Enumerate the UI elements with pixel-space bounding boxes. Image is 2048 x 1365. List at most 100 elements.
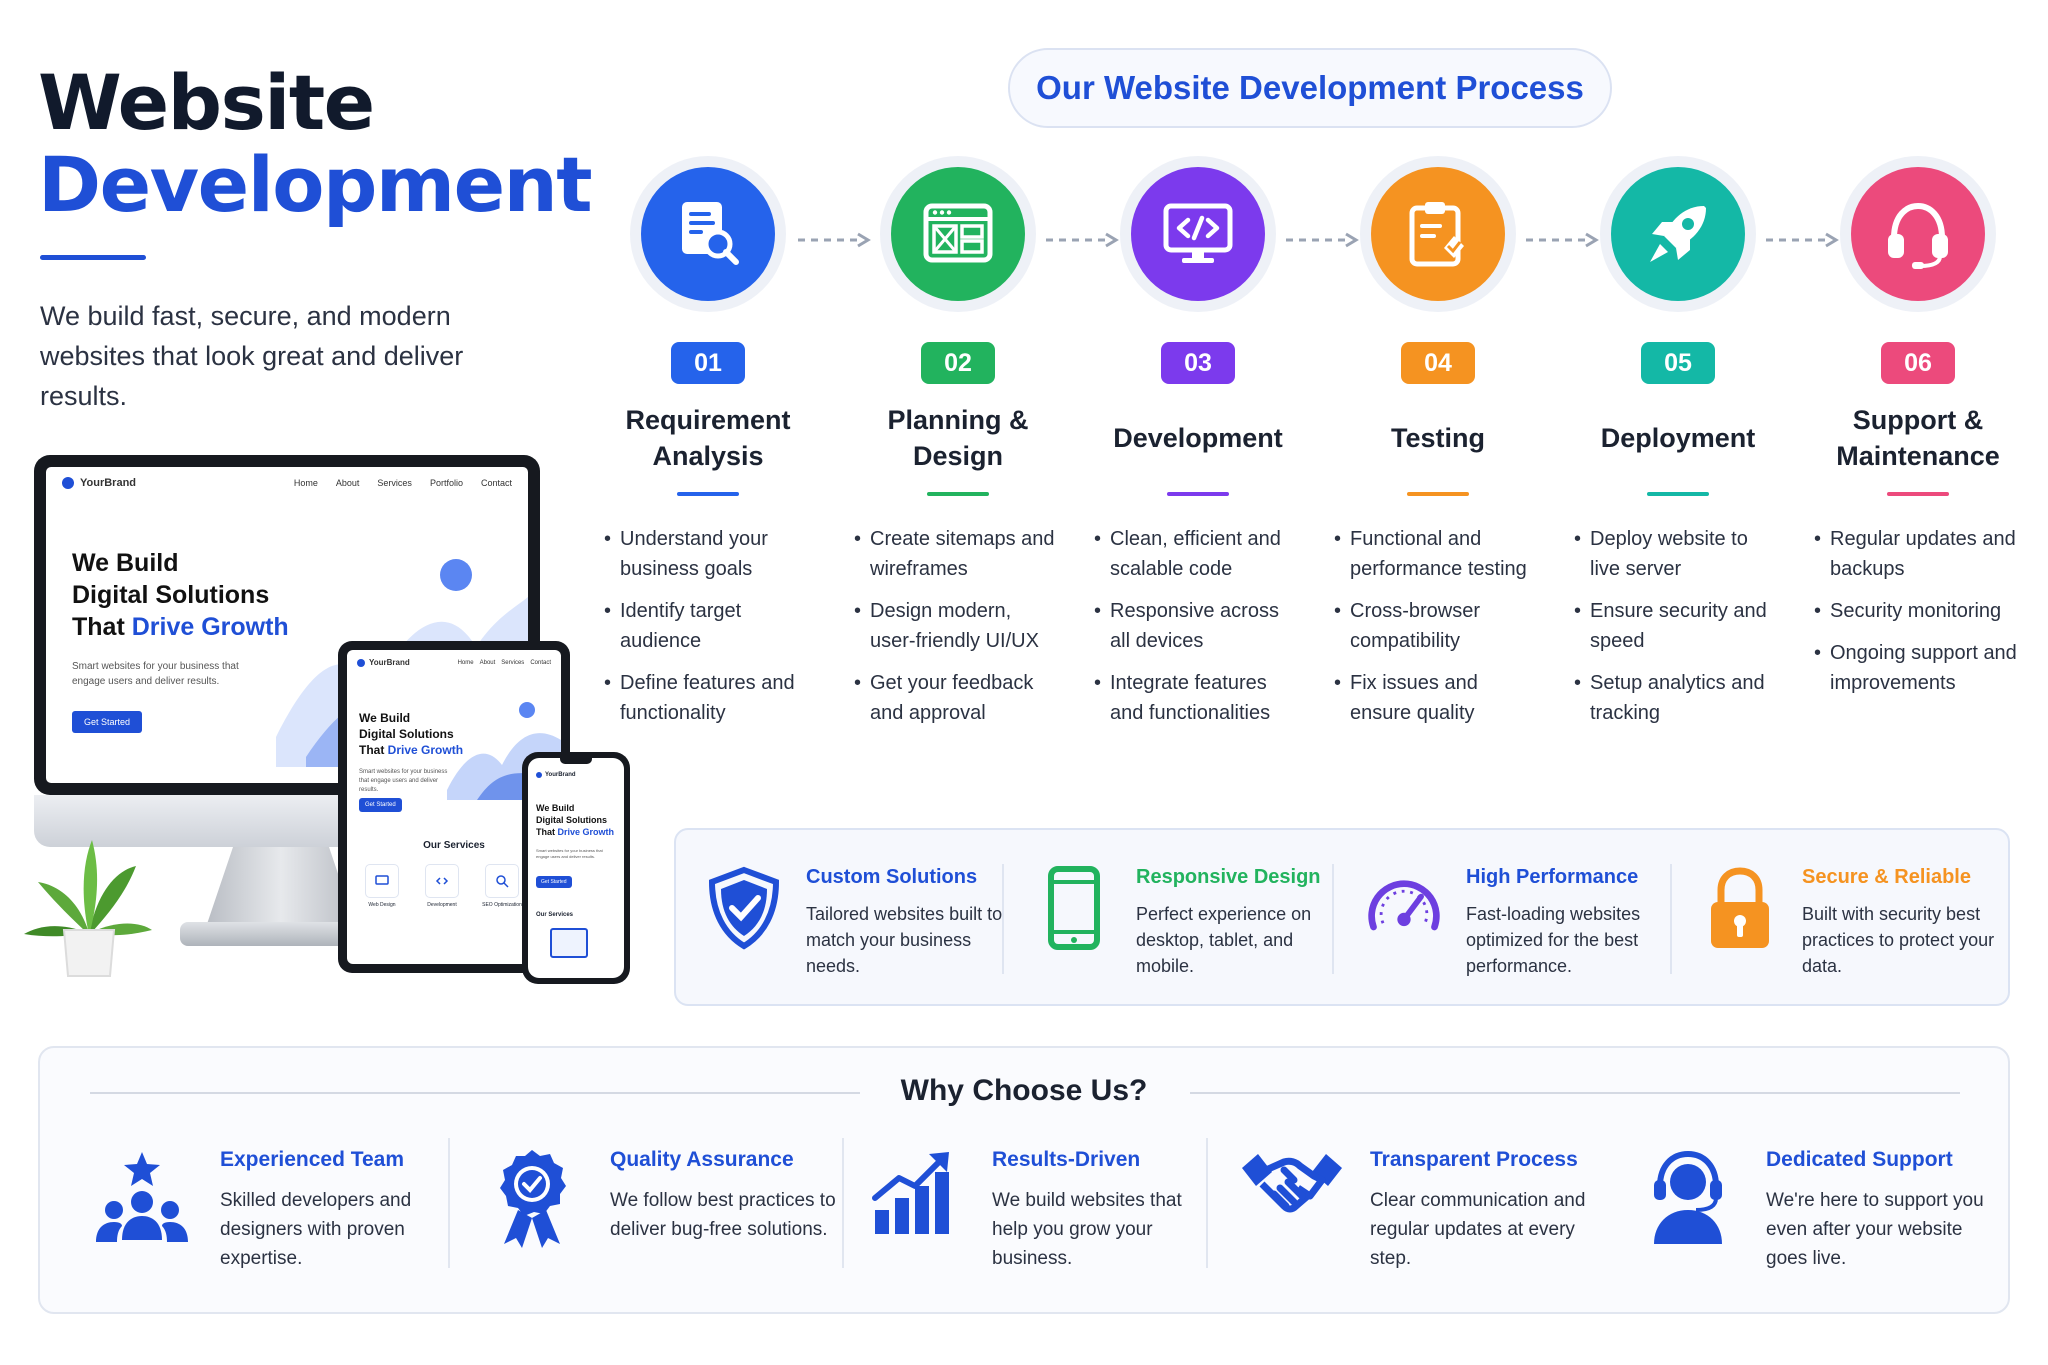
step-underline xyxy=(1407,492,1469,496)
code-monitor-icon xyxy=(1163,203,1233,263)
tablet-service-label: Development xyxy=(427,902,457,908)
tablet-services-title: Our Services xyxy=(423,840,485,851)
mockup-brand: YourBrand xyxy=(62,477,136,489)
step-items: Understand your business goals Identify … xyxy=(602,524,808,728)
step-item: Cross-browser compatibility xyxy=(1332,596,1538,656)
mockup-nav-services[interactable]: Services xyxy=(377,478,412,488)
process-title-pill: Our Website Development Process xyxy=(1008,48,1612,128)
flow-arrow-icon xyxy=(798,232,871,248)
why-item-desc: We build websites that help you grow you… xyxy=(992,1190,1182,1269)
web-design-icon xyxy=(365,864,399,898)
phone-headline-line1: We Build xyxy=(536,803,575,813)
tablet-headline: We Build Digital Solutions That Drive Gr… xyxy=(359,710,463,758)
mockup-nav-about[interactable]: About xyxy=(335,478,360,488)
why-item-title: Transparent Process xyxy=(1370,1148,1578,1171)
mockup-headline-line2: Digital Solutions xyxy=(72,581,270,609)
tablet-nav-home[interactable]: Home xyxy=(457,659,474,666)
why-title-rule-right xyxy=(1190,1092,1960,1094)
mockup-brand-name: YourBrand xyxy=(80,477,137,489)
step-underline xyxy=(677,492,739,496)
why-icon-wrap xyxy=(862,1148,966,1252)
tablet-service-label: SEO Optimization xyxy=(482,902,522,908)
phone-brand-name: YourBrand xyxy=(545,772,576,778)
tablet-headline-accent: Drive Growth xyxy=(387,743,464,757)
tablet-headline-prefix: That xyxy=(359,743,388,757)
phone-headline-line3: That Drive Growth xyxy=(536,826,614,838)
mockup-nav-portfolio[interactable]: Portfolio xyxy=(429,478,463,488)
why-item-desc: Clear communication and regular updates … xyxy=(1370,1190,1586,1269)
step-item: Integrate features and functionalities xyxy=(1092,668,1298,728)
step-icon-ring xyxy=(630,156,786,312)
why-item-transparent-process: Transparent Process Clear communication … xyxy=(1240,1148,1600,1273)
process-step-02: 02 Planning & Design Create sitemaps and… xyxy=(846,156,1070,740)
step-title: Deployment xyxy=(1600,423,1756,453)
step-number: 05 xyxy=(1641,342,1715,384)
why-item-dedicated-support: Dedicated Support We're here to support … xyxy=(1636,1148,1996,1273)
tablet-service-card[interactable]: SEO Optimization xyxy=(481,864,523,908)
phone-headline-line2: Digital Solutions xyxy=(536,815,607,825)
seo-icon xyxy=(485,864,519,898)
mockup-nav-home[interactable]: Home xyxy=(293,478,318,488)
feature-divider xyxy=(1002,864,1004,974)
process-step-05: 05 Deployment Deploy website to live ser… xyxy=(1566,156,1790,740)
why-text: Experienced Team Skilled developers and … xyxy=(220,1148,450,1273)
speedometer-icon xyxy=(1368,880,1440,931)
step-item: Security monitoring xyxy=(1812,596,2018,626)
phone-screen: YourBrand We Build Digital Solutions Tha… xyxy=(528,758,624,978)
process-step-06: 06 Support & Maintenance Regular updates… xyxy=(1806,156,2030,710)
why-item-desc: We follow best practices to deliver bug-… xyxy=(610,1190,836,1240)
why-icon-wrap xyxy=(1636,1148,1740,1252)
tablet-headline-line2: Digital Solutions xyxy=(359,727,454,741)
why-item-title: Quality Assurance xyxy=(610,1148,794,1171)
step-item: Ongoing support and improvements xyxy=(1812,638,2018,698)
tablet-services-row: Web Design Development SEO Optimization xyxy=(361,864,523,908)
mockup-tagline: Smart websites for your business that en… xyxy=(72,661,239,687)
step-items: Functional and performance testing Cross… xyxy=(1332,524,1538,728)
step-items: Regular updates and backups Security mon… xyxy=(1812,524,2018,698)
feature-text: Custom Solutions Tailored websites built… xyxy=(806,866,1016,979)
tablet-brand: YourBrand xyxy=(357,658,410,667)
phone-services-title: Our Services xyxy=(536,912,574,918)
tablet-service-card[interactable]: Development xyxy=(421,864,463,908)
step-title: Development xyxy=(1113,423,1283,453)
mockup-cta-button[interactable]: Get Started xyxy=(72,711,143,733)
brand-logo-icon xyxy=(536,772,542,778)
brand-logo-icon xyxy=(62,477,74,489)
step-number: 04 xyxy=(1401,342,1475,384)
phone-headline-prefix: That xyxy=(536,827,558,837)
flow-arrow-icon xyxy=(1766,232,1839,248)
step-items: Deploy website to live server Ensure sec… xyxy=(1572,524,1778,728)
feature-text: High Performance Fast-loading websites o… xyxy=(1466,866,1676,979)
tablet-nav-links: Home About Services Contact xyxy=(458,660,551,666)
team-star-icon xyxy=(96,1152,188,1242)
step-underline xyxy=(927,492,989,496)
feature-text: Secure & Reliable Built with security be… xyxy=(1802,866,2012,979)
feature-icon-wrap xyxy=(1700,866,1780,956)
step-item: Clean, efficient and scalable code xyxy=(1092,524,1298,584)
padlock-icon xyxy=(1711,867,1769,948)
phone-tagline: Smart websites for your business that en… xyxy=(536,848,603,859)
feature-responsive-design: Responsive Design Perfect experience on … xyxy=(1034,866,1346,979)
mockup-nav-contact[interactable]: Contact xyxy=(480,478,512,488)
flow-arrow-icon xyxy=(1046,232,1119,248)
phone-service-card[interactable] xyxy=(550,928,588,958)
why-icon-wrap xyxy=(1240,1148,1344,1252)
process-step-04: 04 Testing Functional and performance te… xyxy=(1326,156,1550,740)
tablet-nav-about[interactable]: About xyxy=(479,659,496,666)
why-item-title: Results-Driven xyxy=(992,1148,1141,1171)
step-icon-circle xyxy=(641,167,775,301)
tablet-cta-button[interactable]: Get Started xyxy=(359,798,402,812)
why-title: Why Choose Us? xyxy=(900,1074,1148,1107)
tablet-nav-contact[interactable]: Contact xyxy=(530,659,551,666)
why-icon-wrap xyxy=(90,1148,194,1252)
why-text: Transparent Process Clear communication … xyxy=(1370,1148,1600,1273)
tablet-nav-services[interactable]: Services xyxy=(501,659,525,666)
shield-check-icon xyxy=(708,866,780,950)
clipboard-check-icon xyxy=(1409,202,1464,267)
step-icon-circle xyxy=(1371,167,1505,301)
step-item: Setup analytics and tracking xyxy=(1572,668,1778,728)
smartphone-icon xyxy=(1048,866,1100,950)
phone-cta-button[interactable]: Get Started xyxy=(536,876,572,888)
tablet-service-card[interactable]: Web Design xyxy=(361,864,403,908)
mockup-headline: We Build Digital Solutions That Drive Gr… xyxy=(72,547,289,643)
